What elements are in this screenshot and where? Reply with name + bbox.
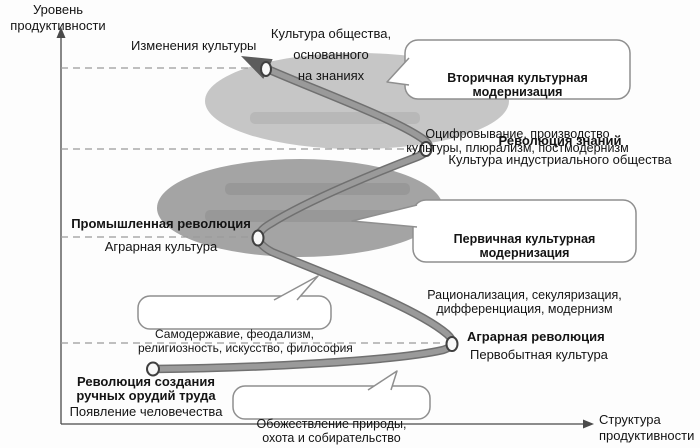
x-axis-label: Структура продуктивности <box>599 412 695 443</box>
primary-bubble-tail <box>352 205 417 227</box>
autocracy-callout: Самодержавие, феодализм, религиозность, … <box>138 299 353 383</box>
agrarian-revolution-subtitle: Первобытная культура <box>470 347 608 362</box>
agrarian-revolution-title: Аграрная революция <box>467 329 605 344</box>
primary-modernization-callout: Первичная культурная модернизация Рацион… <box>413 204 636 344</box>
node-knowledge-revolution <box>419 141 433 157</box>
node-tools-revolution <box>146 361 160 377</box>
knowledge-revolution-subtitle: Культура индустриального общества <box>448 152 672 167</box>
secondary-modernization-callout: Вторичная культурная модернизация Оцифро… <box>405 43 630 183</box>
knowledge-revolution-title: Революция знаний <box>498 133 622 148</box>
nature-callout: Обожествление природы, охота и собирател… <box>233 389 430 448</box>
tools-revolution-title: Революция создания ручных орудий труда <box>76 374 216 403</box>
autocracy-bubble <box>137 295 332 330</box>
nature-bubble <box>232 385 431 420</box>
culture-change-label: Изменения культуры <box>131 38 257 53</box>
x-axis-arrow-icon <box>583 419 594 429</box>
tools-revolution-subtitle: Появление человечества <box>69 404 223 419</box>
knowledge-society-label: Культура общества, основанного на знания… <box>270 26 392 83</box>
node-agrarian-revolution <box>445 336 459 352</box>
development-curve <box>150 65 455 372</box>
industrial-revolution-subtitle: Аграрная культура <box>104 239 218 254</box>
autocracy-body: Самодержавие, феодализм, религиозность, … <box>138 327 353 355</box>
secondary-modernization-body: Оцифровывание, производство культуры, пл… <box>406 127 629 155</box>
y-axis-label: Уровень продуктивности <box>10 2 106 33</box>
node-industrial-revolution <box>251 229 265 247</box>
industrial-revolution-title: Промышленная революция <box>71 216 251 231</box>
primary-modernization-bubble <box>412 199 637 263</box>
primary-modernization-title: Первичная культурная модернизация <box>453 232 596 260</box>
secondary-modernization-title: Вторичная культурная модернизация <box>447 71 588 99</box>
nature-body: Обожествление природы, охота и собирател… <box>256 417 407 445</box>
primary-modernization-body: Рационализация, секуляризация, дифференц… <box>427 288 622 316</box>
node-culture-change <box>260 61 272 77</box>
y-axis-arrow-icon <box>56 27 66 38</box>
